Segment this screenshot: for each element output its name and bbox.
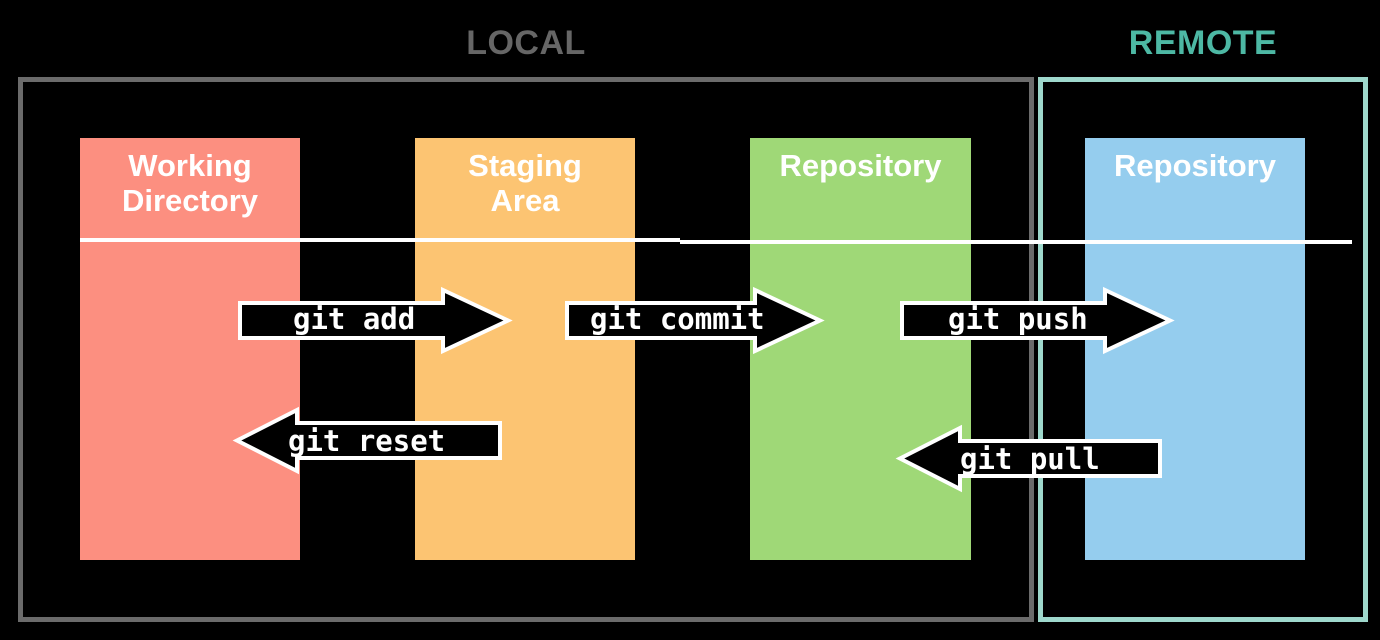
local-frame: [18, 77, 1034, 622]
git-push-arrow-icon: [900, 286, 1175, 355]
area-label-working-directory: Working Directory: [121, 148, 259, 219]
area-label-remote-repository: Repository: [1114, 148, 1276, 183]
separator-line-right: [680, 240, 1352, 244]
git-commit-arrow-icon: [565, 286, 825, 355]
area-local-repository: Repository: [750, 138, 971, 560]
area-remote-repository: Repository: [1085, 138, 1305, 560]
area-working-directory: Working Directory: [80, 138, 300, 560]
git-pull-arrow-icon: [895, 424, 1162, 493]
git-pull-label: git pull: [960, 442, 1100, 476]
remote-section-title: REMOTE: [1128, 24, 1278, 62]
git-reset-label: git reset: [288, 424, 446, 458]
area-label-local-repository: Repository: [779, 148, 942, 183]
area-label-staging-area: Staging Area: [468, 148, 582, 219]
git-reset-arrow-icon: [232, 406, 502, 475]
git-commit-label: git commit: [590, 302, 765, 336]
remote-frame: [1038, 77, 1368, 622]
separator-line-left: [80, 238, 680, 242]
git-add-arrow-icon: [238, 286, 513, 355]
git-add-label: git add: [293, 302, 416, 336]
local-section-title: LOCAL: [466, 24, 586, 62]
git-push-label: git push: [948, 302, 1088, 336]
